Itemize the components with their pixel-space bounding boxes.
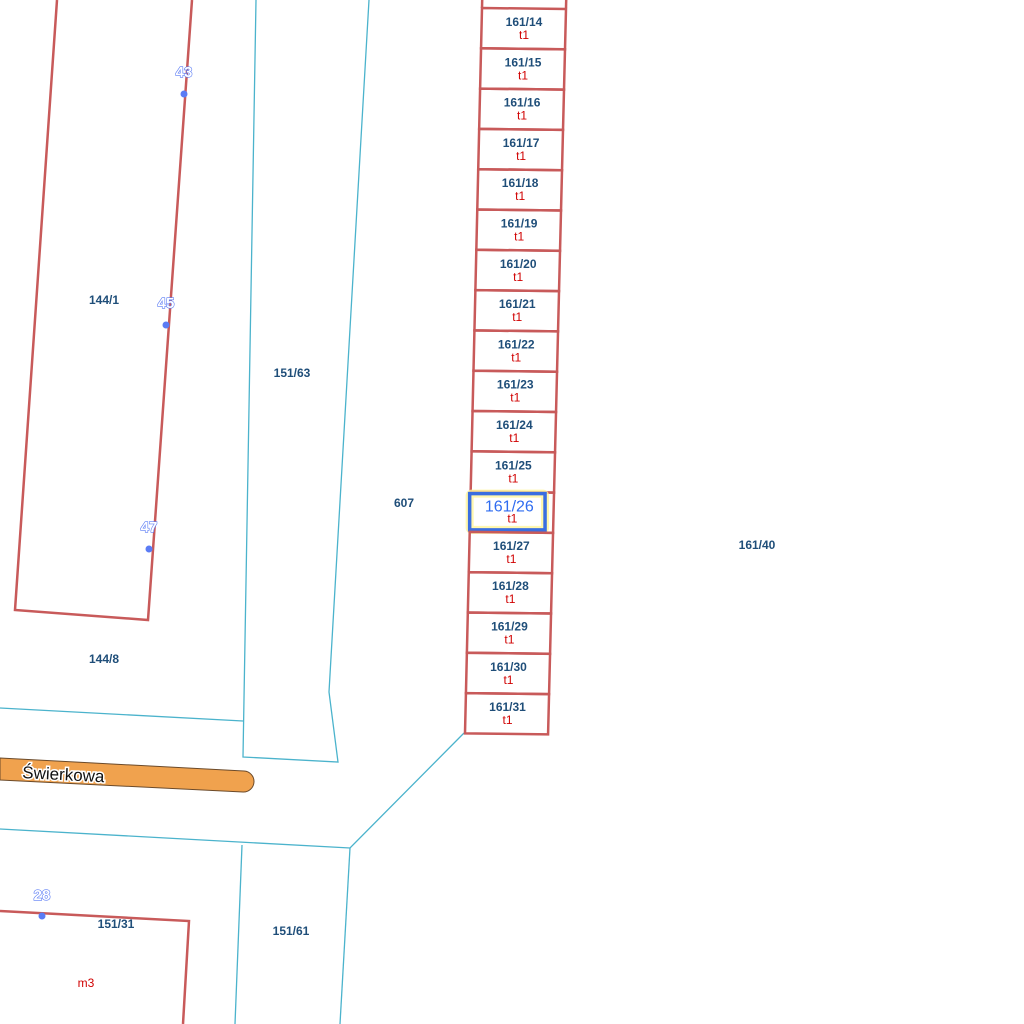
land-use-label: t1 [510,391,520,405]
parcel-label-151-31[interactable]: 151/31 [98,917,135,931]
parcel-borders [0,0,194,1024]
parcel-label-161-40[interactable]: 161/40 [739,538,776,552]
point-label-47: 47 [141,519,158,536]
parcel-label: 161/21 [499,297,536,311]
parcel-strip: 161/14t1161/15t1161/16t1161/17t1161/18t1… [463,0,568,736]
parcel-161-31[interactable] [463,691,551,736]
survey-point-43[interactable] [180,90,188,98]
boundary-lines [0,0,465,1024]
selected-parcel-label: 161/26 [485,499,534,516]
selected-parcel-outline[interactable] [467,491,547,532]
land-use-label-m3: m3 [78,976,95,990]
parcel-label: 161/29 [491,620,528,634]
land-use-label: t1 [504,633,514,647]
land-use-label: t1 [502,713,512,727]
land-use-label: t1 [517,109,527,123]
land-use-label: t1 [508,471,518,485]
survey-point-45[interactable] [162,321,170,329]
parcel-label-144-1[interactable]: 144/1 [89,293,119,307]
parcel-label-144-8[interactable]: 144/8 [89,652,119,666]
parcel-label-151-63[interactable]: 151/63 [274,366,311,380]
parcel-label-151-61[interactable]: 151/61 [273,924,310,938]
land-use-label: t1 [513,270,523,284]
land-use-label: t1 [509,431,519,445]
road-swierkowa[interactable] [0,757,255,793]
land-use-label: t1 [507,512,517,526]
land-use-label: t1 [515,189,525,203]
parcel-label: 161/18 [502,176,539,190]
land-use-label: t1 [505,592,515,606]
point-label-43: 43 [176,64,193,81]
parcel-label: 161/16 [504,96,541,110]
parcel-label: 161/15 [505,55,542,69]
land-use-label: t1 [514,230,524,244]
parcel-label: 161/22 [498,337,535,351]
parcel-label: 161/28 [492,579,529,593]
parcel-label: 161/30 [490,660,527,674]
survey-point-47[interactable] [145,545,153,553]
land-use-label: t1 [503,673,513,687]
parcel-label: 161/23 [497,378,534,392]
parcel-label: 161/20 [500,257,537,271]
parcel-label: 161/31 [489,700,526,714]
parcel-label: 161/24 [496,418,533,432]
land-use-label: t1 [506,552,516,566]
parcel-label: 161/25 [495,458,532,472]
survey-points: 43 45 47 28 [33,63,193,920]
point-label-45: 45 [158,295,175,312]
parcel-label: 161/14 [506,15,543,29]
parcel-label-607[interactable]: 607 [394,496,414,510]
land-use-label: t1 [519,28,529,42]
survey-point-28[interactable] [38,912,46,920]
land-use-label: t1 [511,350,521,364]
land-use-label: t1 [516,149,526,163]
parcel-label: 161/17 [503,136,540,150]
land-use-label: t1 [512,310,522,324]
land-use-label: t1 [518,68,528,82]
road-name-label: Świerkowa [22,763,106,786]
point-label-28: 28 [34,887,51,904]
parcel-label: 161/19 [501,217,538,231]
parcel-label: 161/27 [493,539,530,553]
